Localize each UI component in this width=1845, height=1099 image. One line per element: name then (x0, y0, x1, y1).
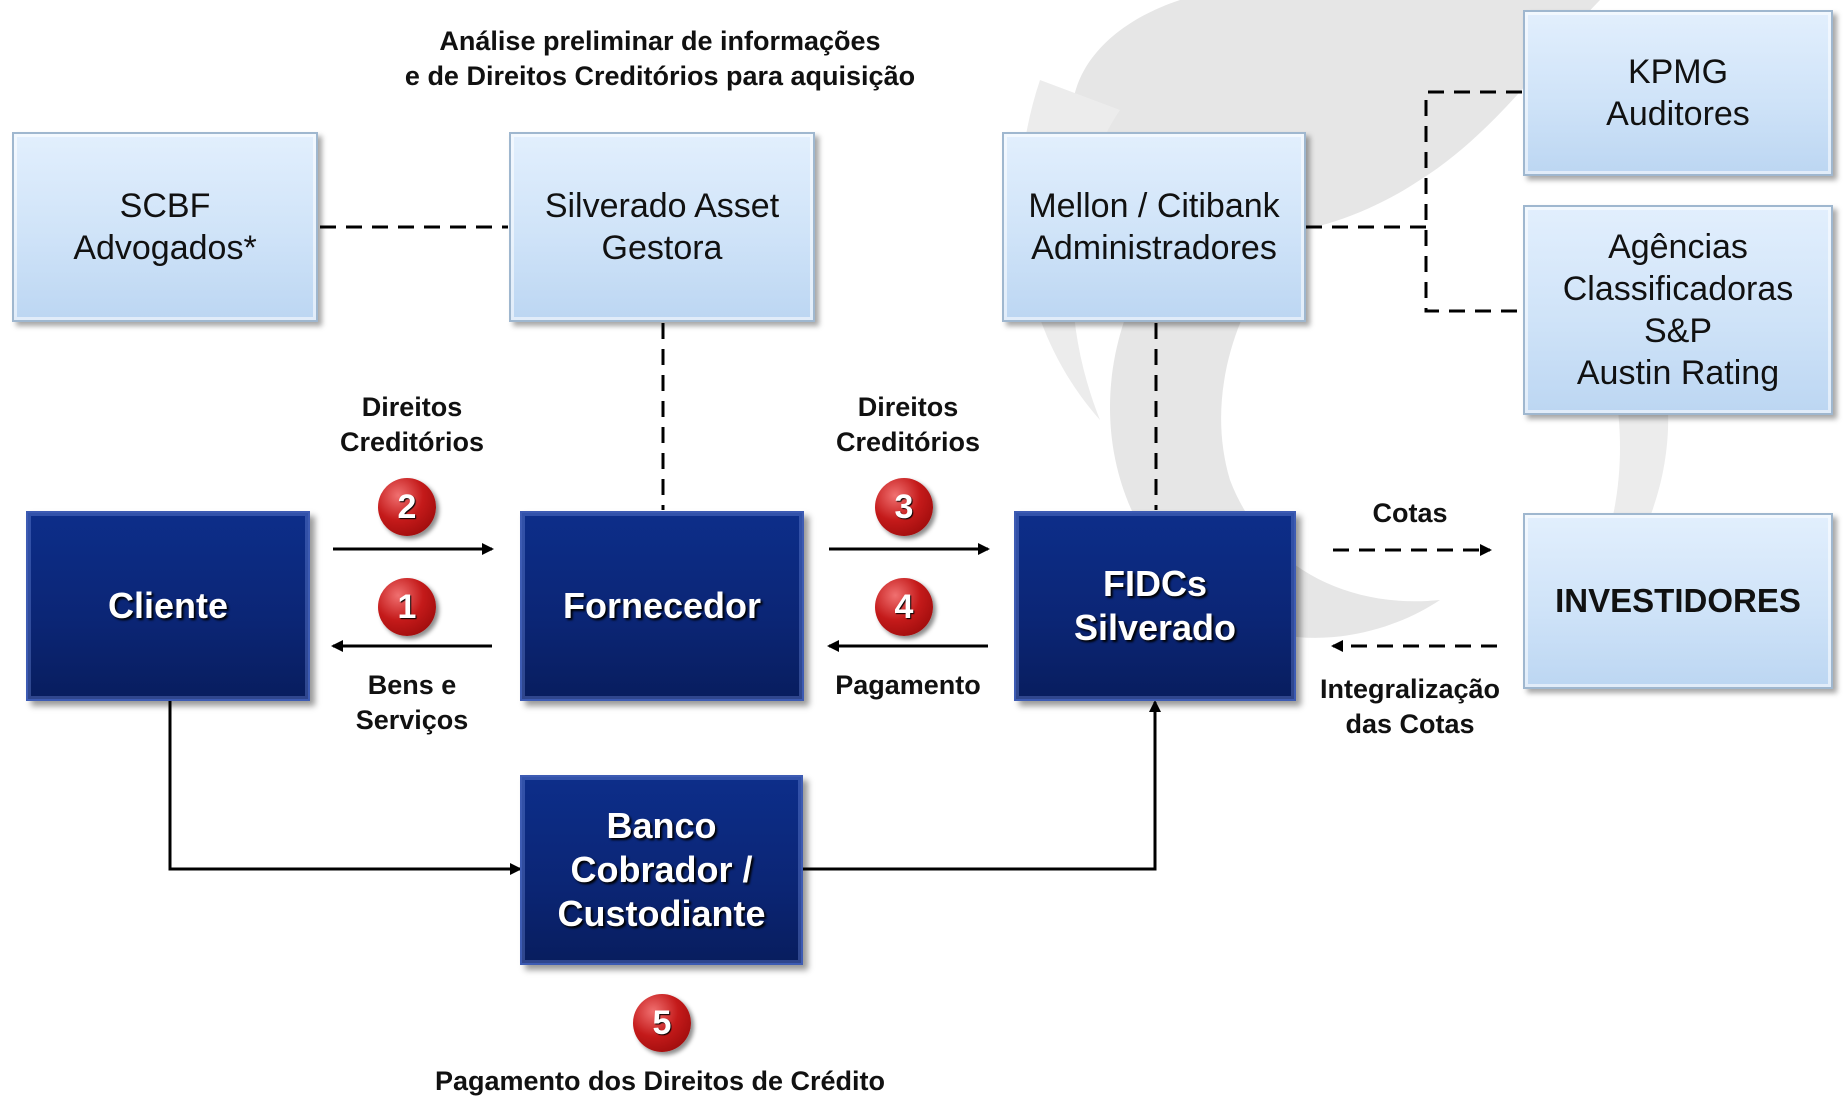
agencias-line-1: Agências (1608, 228, 1748, 266)
agencias-box: Agências Classificadoras S&P Austin Rati… (1523, 205, 1833, 415)
kpmg-box: KPMG Auditores (1523, 10, 1833, 176)
direitos1-line-2: Creditórios (339, 427, 485, 457)
header-line-2: e de Direitos Creditórios para aquisição (404, 61, 916, 91)
mellon-line-1: Mellon / Citibank (1028, 187, 1280, 225)
investidores-box: INVESTIDORES (1523, 513, 1833, 689)
cliente-banco-line (168, 700, 522, 875)
agencias-line-2: Classificadoras (1562, 270, 1794, 308)
agencias-line-3: S&P (1643, 312, 1713, 350)
header-title: Análise preliminar de informações e de D… (360, 24, 960, 94)
fidcs-line-2: Silverado (1073, 607, 1237, 648)
scbf-box: SCBF Advogados* (12, 132, 318, 322)
bens-line-1: Bens e (367, 670, 457, 700)
silverado-asset-line-2: Gestora (601, 229, 723, 267)
cotas-text: Cotas (1372, 498, 1448, 528)
banco-line-2: Cobrador / (570, 849, 753, 890)
kpmg-line-1: KPMG (1627, 53, 1729, 91)
direitos2-line-2: Creditórios (835, 427, 981, 457)
cliente-label: Cliente (107, 585, 229, 626)
silverado-asset-box: Silverado Asset Gestora (509, 132, 815, 322)
banco-line-1: Banco (606, 805, 717, 846)
fornecedor-box: Fornecedor (520, 511, 804, 701)
step-4-badge: 4 (875, 578, 933, 636)
step-5-badge: 5 (633, 994, 691, 1052)
integralizacao-line-2: das Cotas (1345, 709, 1475, 739)
fidcs-box: FIDCs Silverado (1014, 511, 1296, 701)
integralizacao-line-1: Integralização (1319, 674, 1501, 704)
banco-box: Banco Cobrador / Custodiante (520, 775, 803, 965)
label-direitos-creditorios-1: Direitos Creditórios (312, 390, 512, 460)
fidcs-line-1: FIDCs (1102, 563, 1207, 604)
label-pagamento-direitos: Pagamento dos Direitos de Crédito (380, 1064, 940, 1099)
investidores-label: INVESTIDORES (1555, 582, 1801, 619)
label-pagamento: Pagamento (808, 668, 1008, 703)
pagamento-text: Pagamento (835, 670, 981, 700)
step-1-badge: 1 (378, 578, 436, 636)
kpmg-line-2: Auditores (1606, 95, 1750, 133)
label-integralizacao: Integralização das Cotas (1300, 672, 1520, 742)
direitos2-line-1: Direitos (857, 392, 959, 422)
cliente-box: Cliente (26, 511, 310, 701)
step-2-badge: 2 (378, 478, 436, 536)
label-cotas: Cotas (1310, 496, 1510, 531)
header-line-1: Análise preliminar de informações (439, 26, 881, 56)
banco-line-3: Custodiante (557, 893, 766, 934)
scbf-line-1: SCBF (119, 187, 211, 225)
bracket-dash (1424, 90, 1522, 313)
scbf-line-2: Advogados* (73, 229, 257, 267)
mellon-box: Mellon / Citibank Administradores (1002, 132, 1306, 322)
agencias-line-4: Austin Rating (1576, 354, 1780, 392)
fornecedor-label: Fornecedor (562, 585, 762, 626)
silverado-asset-line-1: Silverado Asset (544, 187, 780, 225)
label-direitos-creditorios-2: Direitos Creditórios (808, 390, 1008, 460)
pagamento-direitos-text: Pagamento dos Direitos de Crédito (434, 1066, 886, 1096)
bens-line-2: Serviços (355, 705, 469, 735)
label-bens-servicos: Bens e Serviços (312, 668, 512, 738)
banco-fidcs-line (801, 700, 1161, 871)
direitos1-line-1: Direitos (361, 392, 463, 422)
step-3-badge: 3 (875, 478, 933, 536)
mellon-line-2: Administradores (1031, 229, 1277, 267)
